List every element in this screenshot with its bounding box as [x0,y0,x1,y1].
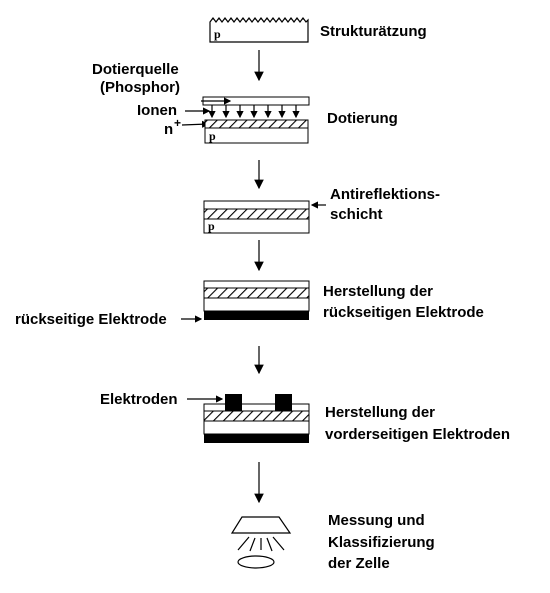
step-rear-label-2: rückseitigen Elektrode [323,304,484,321]
n-plus-sup: + [174,116,181,130]
step-front-label-1: Herstellung der [325,404,435,421]
step-arc-label-1: Antireflektions- [330,186,440,203]
step-doping: Dotierquelle (Phosphor) Ionen n + p Doti… [92,61,398,144]
step-measure-label-1: Messung und [328,512,425,529]
step-measurement: Messung und Klassifizierung der Zelle [230,512,435,572]
n-plus-layer [203,208,310,220]
ions-label: Ionen [137,102,177,119]
step-rear-label-1: Herstellung der [323,283,433,300]
textured-wafer [209,17,309,43]
rear-electrode-layer [204,311,309,320]
step-etching: p Strukturätzung [209,17,427,43]
p-layer [204,127,309,144]
n-plus-pointer [181,120,210,128]
step-front-label-2: vorderseitigen Elektroden [325,426,510,443]
dopant-source-label-2: (Phosphor) [100,79,180,96]
step-front-electrodes: Elektroden Herstellung der vorderseitige… [100,391,510,443]
step-etching-label: Strukturätzung [320,23,427,40]
electrodes-label: Elektroden [100,391,178,408]
rear-electrode-layer [204,434,309,443]
lamp-icon [230,516,292,569]
p-layer [203,420,310,435]
front-contact-left-fill [225,404,242,411]
step-doping-label: Dotierung [327,110,398,127]
n-plus-label: n [164,121,173,138]
p-layer [203,297,310,312]
n-plus-layer [203,410,310,422]
ion-arrows [208,105,300,119]
step-arc-label-2: schicht [330,206,383,223]
rear-electrode-label: rückseitige Elektrode [15,311,167,328]
wafer-p-label: p [214,27,221,41]
p-layer-label: p [209,129,216,143]
arc-layer [203,403,310,412]
p-layer-label: p [208,219,215,233]
arc-layer [203,200,310,210]
p-layer [203,218,310,234]
n-plus-layer [204,119,309,129]
step-measure-label-2: Klassifizierung [328,534,435,551]
dopant-source-label: Dotierquelle [92,61,179,78]
step-antireflection: p Antireflektions- schicht [203,186,440,234]
arc-layer [203,280,310,289]
front-contact-right-fill [275,404,292,411]
step-rear-electrode: rückseitige Elektrode Herstellung der rü… [15,280,484,328]
step-measure-label-3: der Zelle [328,555,390,572]
n-plus-layer [203,287,310,299]
